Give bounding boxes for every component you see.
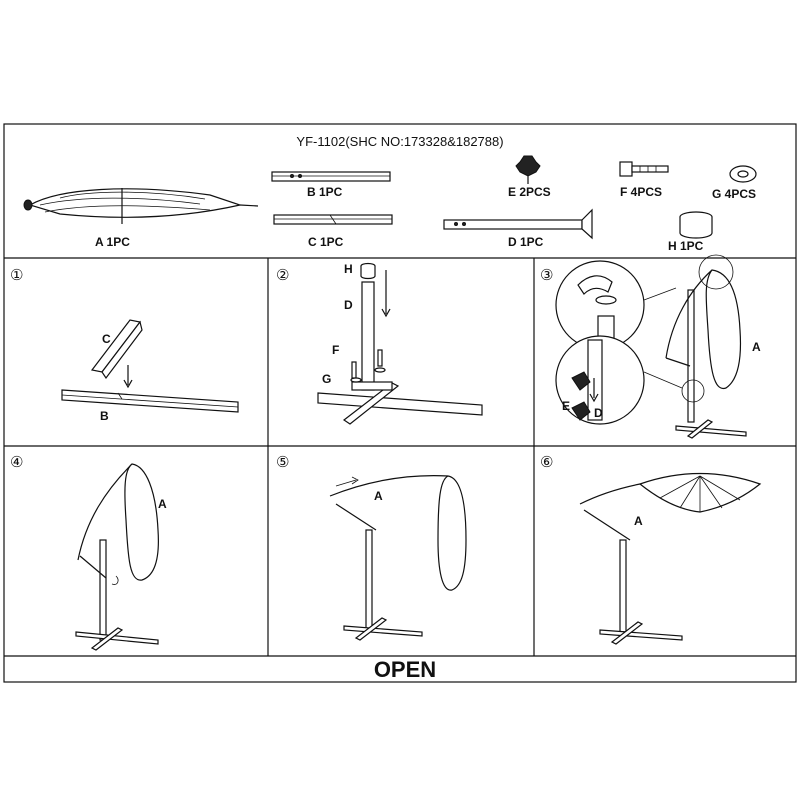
step-6-number: ⑥ [540,453,553,471]
step-1-label-c: C [102,332,111,346]
part-f-label: F 4PCS [620,185,662,199]
step-1-number: ① [10,266,23,284]
step-3-label-a: A [752,340,761,354]
step-2-number: ② [276,266,289,284]
step-3-label-e: E [562,399,570,413]
part-g-washer [729,165,757,183]
part-g-label: G 4PCS [712,187,756,201]
sheet-title: YF-1102(SHC NO:173328&182788) [296,134,503,149]
part-a-label: A 1PC [95,235,130,249]
part-d-label: D 1PC [508,235,544,249]
step-2-drawing [317,262,483,425]
part-h-cap [679,211,713,239]
step-2-label-d: D [344,298,353,312]
step-6-label-a: A [634,514,643,528]
step-2-label-f: F [332,343,339,357]
part-f-bolt [619,161,669,177]
step-1-drawing [61,319,239,413]
step-5-number: ⑤ [276,453,289,471]
part-c-cross-bar [273,214,393,225]
step-4-number: ④ [10,453,23,471]
step-2-label-g: G [322,372,331,386]
part-e-knob [515,155,541,184]
step-2-label-h: H [344,262,353,276]
open-caption: OPEN [374,657,436,682]
step-4-label-a: A [158,497,167,511]
part-b-base-bar [271,171,391,182]
part-b-label: B 1PC [307,185,343,199]
step-5-drawing [329,475,467,641]
part-c-label: C 1PC [308,235,344,249]
grid-lines [3,123,797,683]
step-4-drawing [75,463,159,651]
step-3-label-d: D [594,406,603,420]
step-6-drawing [579,472,762,645]
part-a-folded-umbrella [23,188,259,224]
part-e-label: E 2PCS [508,185,551,199]
part-h-label: H 1PC [668,239,704,253]
step-3-drawing [555,254,747,439]
step-1-label-b: B [100,409,109,423]
step-5-label-a: A [374,489,383,503]
part-d-pole [443,208,593,240]
step-3-number: ③ [540,266,553,284]
